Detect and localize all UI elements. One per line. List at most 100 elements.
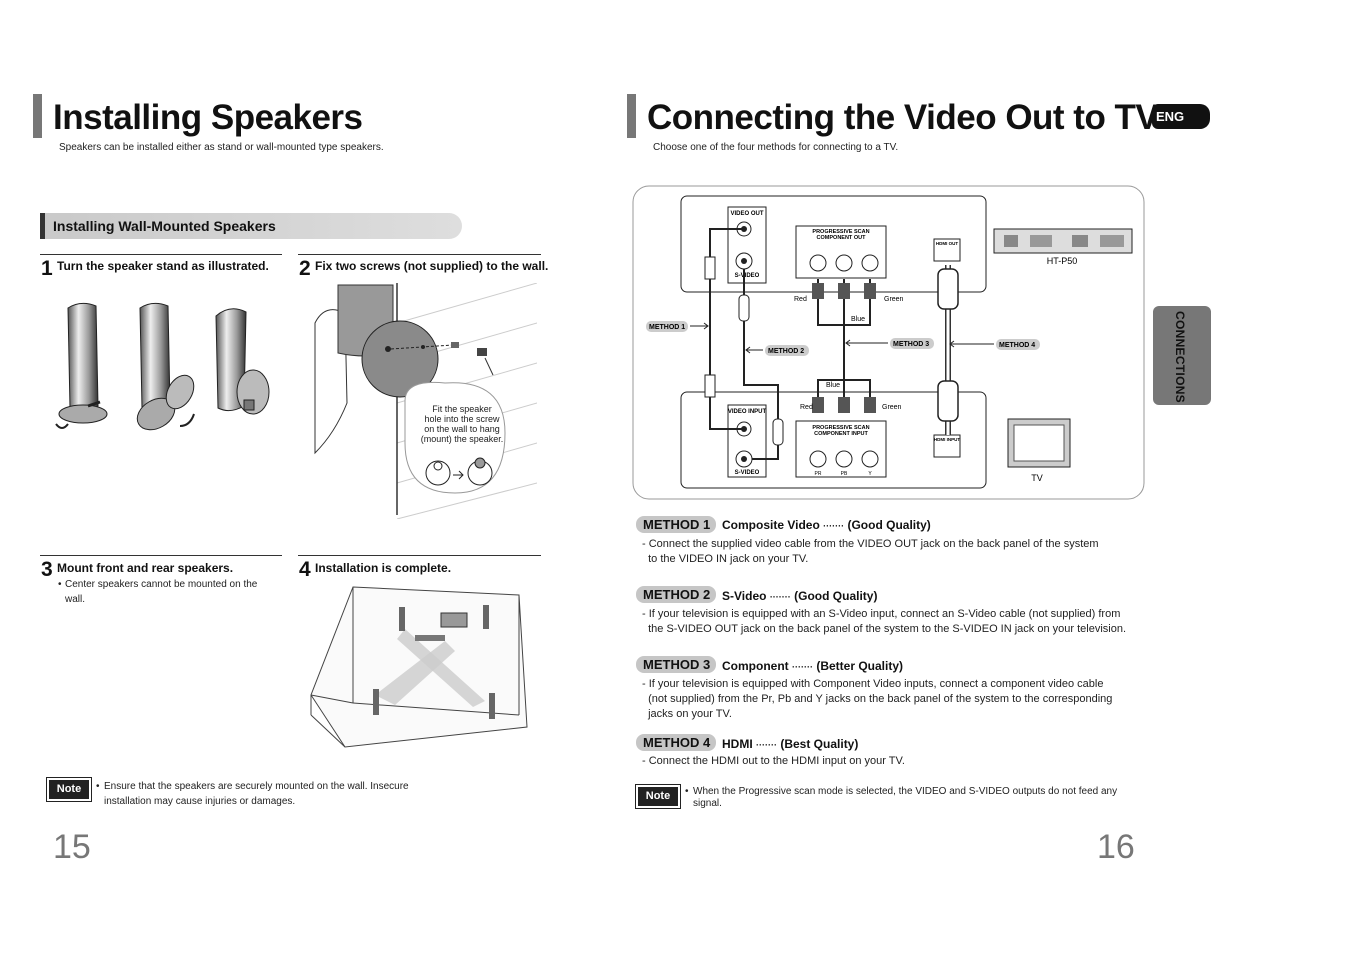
composite-cable-bottom — [709, 395, 744, 430]
s-video-in-label: S-VIDEO — [735, 470, 760, 476]
callout-line-4: (mount) the speaker. — [420, 434, 504, 444]
section-side-tab-text: CONNECTIONS — [1173, 311, 1187, 403]
method-1-line-1: - Connect the supplied video cable from … — [642, 538, 1099, 550]
hdmi-input-label: HDMI INPUT — [934, 437, 960, 442]
note-line-2: installation may cause injuries or damag… — [104, 796, 296, 807]
s-video-out-label: S-VIDEO — [735, 273, 760, 279]
component-in-label-2: COMPONENT INPUT — [814, 431, 868, 437]
blue-label-bottom: Blue — [826, 382, 840, 389]
svg-text:METHOD 1: METHOD 1 — [649, 324, 685, 331]
method-2-label: METHOD 2 — [636, 586, 716, 603]
step-3-text: Mount front and rear speakers. — [57, 561, 234, 575]
step-1-rule — [40, 254, 282, 255]
method-3-line-2: (not supplied) from the Pr, Pb and Y jac… — [642, 693, 1113, 705]
note-line-1: Ensure that the speakers are securely mo… — [104, 781, 409, 792]
step-3-number: 3 — [41, 558, 53, 581]
method-4-line-1: - Connect the HDMI out to the HDMI input… — [642, 755, 905, 767]
step-2-number: 2 — [299, 257, 311, 280]
component-out-label-2: COMPONENT OUT — [817, 235, 867, 241]
section-heading-text: Installing Wall-Mounted Speakers — [53, 218, 276, 234]
svg-text:METHOD 2: METHOD 2 — [768, 348, 804, 355]
note-label: Note — [635, 784, 681, 809]
front-left-speaker — [399, 607, 405, 631]
component-in-panel — [795, 420, 887, 478]
note-line-2: signal. — [693, 798, 722, 809]
blue-label-top: Blue — [851, 316, 865, 323]
y-label: Y — [868, 471, 872, 477]
step-3-detail-1: Center speakers cannot be mounted on the — [65, 579, 258, 590]
screw-1 — [451, 342, 459, 348]
page-number: 15 — [53, 828, 91, 866]
callout-line-3: on the wall to hang — [424, 424, 500, 434]
language-badge-text: ENG — [1156, 109, 1185, 124]
video-out-panel — [727, 206, 767, 284]
step-2-text: Fix two screws (not supplied) to the wal… — [315, 259, 549, 273]
method-2-callout: METHOD 2 — [745, 345, 809, 356]
speaker-stand-illustration — [55, 302, 270, 431]
speaker-right — [215, 308, 270, 415]
screw-2 — [477, 348, 487, 356]
step-3-rule — [40, 555, 282, 556]
section-side-tab: CONNECTIONS — [1153, 306, 1211, 405]
method-1-heading: Composite Video ······· (Good Quality) — [722, 518, 931, 532]
red-label-top: Red — [794, 296, 807, 303]
green-label-top: Green — [884, 296, 904, 303]
language-badge: ENG — [1152, 104, 1210, 129]
pb-label: PB — [841, 471, 848, 477]
tv-label: TV — [1031, 473, 1043, 483]
rear-left-speaker — [373, 689, 379, 715]
wall-screw-illustration — [314, 283, 537, 519]
page-title: Installing Speakers — [53, 98, 363, 137]
page-number: 16 — [1097, 828, 1135, 866]
note-bullet: • — [96, 781, 100, 792]
note-line-1: When the Progressive scan mode is select… — [693, 786, 1118, 797]
component-in-label-1: PROGRESSIVE SCAN — [812, 425, 869, 431]
room-installation-illustration — [310, 586, 528, 748]
green-label-bottom: Green — [882, 404, 902, 411]
method-4-heading: HDMI ······· (Best Quality) — [722, 737, 859, 751]
note-bullet: • — [685, 786, 689, 797]
front-right-speaker — [483, 605, 489, 629]
component-cable-bottom — [817, 379, 871, 399]
tv-set — [440, 612, 468, 628]
step-4-number: 4 — [299, 558, 311, 581]
callout-line-1: Fit the speaker — [432, 404, 492, 414]
title-accent-bar — [627, 94, 636, 138]
video-out-label: VIDEO OUT — [730, 211, 763, 217]
method-2-line-1: - If your television is equipped with an… — [642, 608, 1121, 620]
video-input-label: VIDEO INPUT — [728, 409, 767, 415]
hdmi-out-panel — [933, 238, 961, 262]
callout-line-2: hole into the screw — [424, 414, 500, 424]
device-name: HT-P50 — [1047, 256, 1078, 266]
svg-text:METHOD 3: METHOD 3 — [893, 341, 929, 348]
method-4-label: METHOD 4 — [636, 734, 716, 751]
step-4-text: Installation is complete. — [315, 561, 452, 575]
step-3-bullet: • — [58, 579, 62, 590]
section-accent-bar — [40, 213, 45, 239]
red-label-bottom: Red — [800, 404, 813, 411]
rear-right-speaker — [489, 693, 495, 719]
center-speaker — [415, 635, 445, 641]
method-1-callout: METHOD 1 — [646, 321, 709, 332]
method-1-line-2: to the VIDEO IN jack on your TV. — [642, 553, 809, 565]
page-title: Connecting the Video Out to TV — [647, 98, 1159, 137]
step-4-rule — [298, 555, 541, 556]
section-heading: Installing Wall-Mounted Speakers — [40, 213, 462, 239]
step-2-rule — [298, 254, 541, 255]
s-video-cable — [743, 269, 779, 460]
hdmi-out-label: HDMI OUT — [936, 241, 958, 246]
note-label: Note — [46, 777, 92, 802]
connection-diagram: VIDEO OUT S-VIDEO PROGRESSIVE SCAN COMPO… — [632, 185, 1145, 500]
method-2-line-2: the S-VIDEO OUT jack on the back panel o… — [642, 623, 1127, 635]
method-3-label: METHOD 3 — [636, 656, 716, 673]
page-subtitle: Speakers can be installed either as stan… — [59, 142, 384, 153]
pr-label: PR — [815, 471, 822, 477]
component-out-label-1: PROGRESSIVE SCAN — [812, 229, 869, 235]
method-2-heading: S-Video ······· (Good Quality) — [722, 589, 878, 603]
step-1-text: Turn the speaker stand as illustrated. — [57, 259, 269, 273]
method-3-callout: METHOD 3 — [845, 338, 934, 349]
speaker-middle — [136, 302, 195, 431]
method-4-callout: METHOD 4 — [949, 339, 1040, 350]
speaker-back-plate — [361, 320, 439, 398]
step-3-detail-2: wall. — [65, 594, 86, 605]
